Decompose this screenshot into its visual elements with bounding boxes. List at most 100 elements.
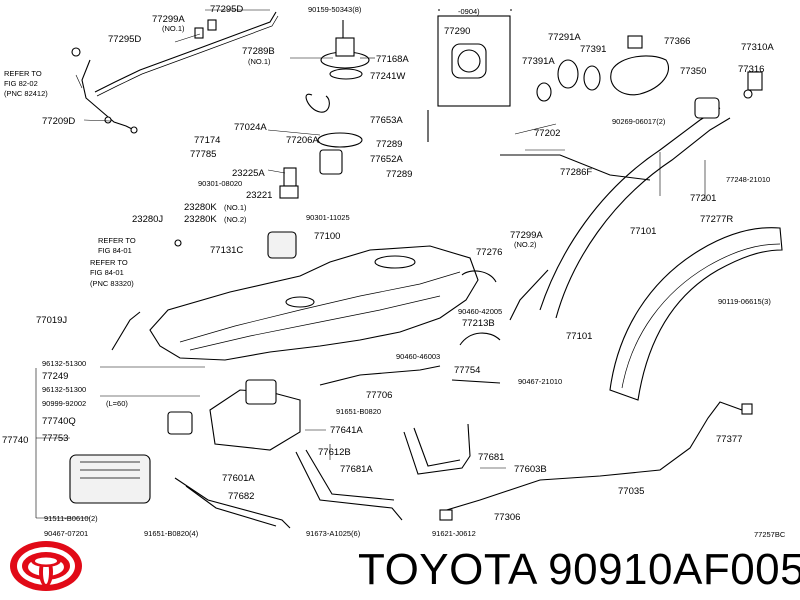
part-label: 90269-06017(2) (612, 117, 666, 126)
part-label: 77206A (286, 135, 319, 146)
part-label: 77706 (366, 390, 392, 401)
part-label: FIG 84-01 (98, 246, 132, 255)
hose-77754 (451, 379, 501, 384)
part-label: 77257BC (754, 530, 786, 539)
part-label: 77740Q (42, 416, 76, 427)
part-label: 77310A (741, 42, 774, 53)
fender-liner-rib (621, 243, 781, 389)
part-label: 77101 (566, 331, 592, 342)
part-label: (NO.1) (224, 203, 247, 212)
tank-strap (305, 449, 395, 501)
fender-liner (609, 227, 783, 401)
part-label: 90467-07201 (44, 529, 88, 538)
part-label: 77653A (370, 115, 403, 126)
pump-bracket (267, 231, 297, 259)
part-label: (NO.2) (224, 215, 247, 224)
part-label: 77202 (534, 128, 560, 139)
part-label: 77289B (242, 46, 275, 57)
part-label: REFER TO (4, 69, 42, 78)
opener-77316 (747, 71, 763, 91)
evap-hose-left (81, 59, 135, 131)
breather-tube (500, 154, 651, 181)
fuel-pump-base (279, 185, 299, 199)
part-label: 90301-08020 (198, 179, 242, 188)
charcoal-canister (69, 454, 151, 504)
part-label: 77295D (108, 34, 141, 45)
filler-pipe-outer (555, 117, 731, 319)
part-label: 77248-21010 (726, 175, 770, 184)
inset-box (437, 15, 511, 107)
part-label: (PNC 83320) (90, 279, 134, 288)
part-label: 77785 (190, 149, 216, 160)
tank-sender-opening (285, 296, 315, 308)
part-label: 91651-B0820(4) (144, 529, 199, 538)
breather-line (319, 365, 441, 386)
tank-strap (185, 485, 277, 527)
hose-77019j (111, 311, 141, 351)
filler-ring-2 (583, 65, 601, 91)
part-label: 77601A (222, 473, 255, 484)
fuel-tank-rib (179, 271, 461, 343)
vent-pipe-inner (96, 15, 279, 97)
part-label: REFER TO (98, 236, 136, 245)
fuel-filter (319, 149, 343, 175)
tank-pump-opening (374, 255, 416, 269)
gasket-ring (317, 132, 363, 148)
part-label: 91673-A1025(6) (306, 529, 361, 538)
part-label: 77299A (510, 230, 543, 241)
part-label: 23225A (232, 168, 265, 179)
part-label: (NO.1) (248, 57, 271, 66)
part-label: 77131C (210, 245, 243, 256)
part-label: 90159-50343(8) (308, 5, 362, 14)
part-label: 90460-46003 (396, 352, 440, 361)
part-label: 77681 (478, 452, 504, 463)
part-label: 77101 (630, 226, 656, 237)
part-label: 77652A (370, 154, 403, 165)
fuel-pump-body (283, 167, 297, 187)
part-label: 91621-J0612 (432, 529, 476, 538)
hose-clip (130, 126, 138, 134)
tank-strap (174, 477, 291, 529)
part-label: 23280J (132, 214, 163, 225)
leader-lines (35, 9, 706, 519)
part-label: 77249 (42, 371, 68, 382)
part-label: 77603B (514, 464, 547, 475)
part-label: 96132-51300 (42, 359, 86, 368)
part-label: 77201 (690, 193, 716, 204)
hose-clip (71, 47, 81, 57)
part-label: 77209D (42, 116, 75, 127)
part-label: 77213B (462, 318, 495, 329)
fuel-cap (451, 43, 487, 79)
part-label: 77391A (522, 56, 555, 67)
part-label: 77289 (376, 139, 402, 150)
tank-strap (403, 423, 471, 475)
canister-bracket (209, 389, 301, 451)
part-label: 23280K (184, 214, 217, 225)
part-label: 77306 (494, 512, 520, 523)
part-label: 77681A (340, 464, 373, 475)
part-label: 77286F (560, 167, 592, 178)
opener-cable (439, 401, 743, 513)
toyota-logo (10, 541, 82, 591)
part-label: 77612B (318, 447, 351, 458)
part-label: 91651-B0820 (336, 407, 381, 416)
part-label: 90301-11025 (306, 213, 350, 222)
pump-connector (335, 37, 355, 57)
clip-77366 (627, 35, 643, 49)
part-number-title: TOYOTA 90910AF005 (358, 545, 800, 594)
part-label: 77316 (738, 64, 764, 75)
tank-strap (295, 451, 403, 521)
vent-pipe (94, 11, 277, 93)
seal-ring (536, 82, 552, 102)
fuel-door (610, 55, 669, 96)
part-label: 77299A (152, 14, 185, 25)
part-label: 90119-06615(3) (718, 297, 771, 306)
part-label: 77290 (444, 26, 470, 37)
cable-lock (439, 509, 453, 521)
part-label: 77754 (454, 365, 480, 376)
part-label: 77019J (36, 315, 67, 326)
part-label: 77276 (476, 247, 502, 258)
part-label: 77377 (716, 434, 742, 445)
